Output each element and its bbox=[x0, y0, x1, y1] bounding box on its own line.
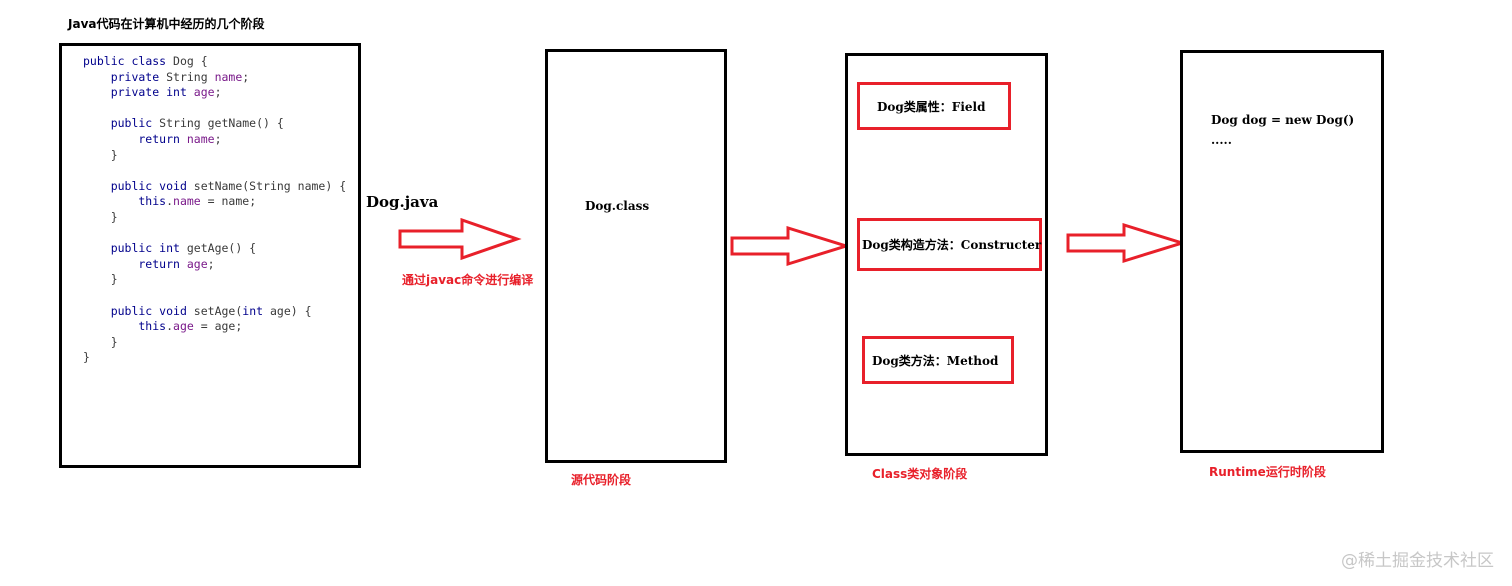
code-line bbox=[83, 288, 346, 304]
diagram-title: Java代码在计算机中经历的几个阶段 bbox=[68, 17, 265, 31]
code-token: public bbox=[83, 241, 160, 256]
constructor-label: Dog类构造方法：Constructer bbox=[862, 238, 1042, 252]
code-token: ; bbox=[207, 256, 215, 271]
code-token: = name; bbox=[200, 194, 257, 209]
code-token: = age; bbox=[193, 319, 243, 334]
code-line bbox=[83, 101, 346, 117]
dog-class-box bbox=[545, 49, 727, 463]
code-token: this bbox=[83, 319, 167, 334]
code-token: return bbox=[83, 131, 187, 146]
code-token: } bbox=[83, 334, 118, 349]
runtime-stage-caption: Runtime运行时阶段 bbox=[1209, 465, 1326, 479]
code-line bbox=[83, 163, 346, 179]
code-token: ; bbox=[214, 85, 222, 100]
code-line: } bbox=[83, 350, 346, 366]
code-token: age bbox=[173, 319, 194, 334]
code-token: age bbox=[186, 256, 208, 271]
code-token: return bbox=[83, 256, 187, 271]
code-token: ; bbox=[214, 131, 222, 146]
runtime-code-line: Dog dog = new Dog() bbox=[1211, 113, 1355, 127]
code-line: } bbox=[83, 210, 346, 226]
code-token: setAge( bbox=[193, 303, 243, 318]
code-token: String bbox=[166, 69, 215, 84]
code-line bbox=[83, 226, 346, 242]
code-line: } bbox=[83, 272, 346, 288]
code-token: } bbox=[83, 350, 90, 365]
code-token: private bbox=[83, 69, 167, 84]
javac-compile-note: 通过javac命令进行编译 bbox=[402, 273, 534, 287]
code-token: ; bbox=[242, 69, 250, 84]
dog-class-label: Dog.class bbox=[585, 199, 650, 213]
code-line: public void setName(String name) { bbox=[83, 179, 346, 195]
code-token: public bbox=[83, 54, 132, 68]
code-line: public void setAge(int age) { bbox=[83, 304, 346, 320]
code-token: public bbox=[83, 178, 160, 193]
dog-java-label: Dog.java bbox=[366, 193, 439, 211]
java-code-block: public class Dog { private String name; … bbox=[83, 54, 346, 366]
code-line: public String getName() { bbox=[83, 116, 346, 132]
code-token: private bbox=[83, 85, 167, 100]
code-token: } bbox=[83, 209, 118, 224]
code-token: . bbox=[166, 194, 174, 209]
code-line: this.age = age; bbox=[83, 319, 346, 335]
code-line: this.name = name; bbox=[83, 194, 346, 210]
source-code-box: public class Dog { private String name; … bbox=[59, 43, 361, 468]
code-line: } bbox=[83, 148, 346, 164]
code-line: return age; bbox=[83, 257, 346, 273]
constructor-box: Dog类构造方法：Constructer bbox=[857, 218, 1042, 271]
code-line: private int age; bbox=[83, 85, 346, 101]
watermark: @稀土掘金技术社区 bbox=[1341, 551, 1494, 571]
method-label: Dog类方法：Method bbox=[872, 353, 999, 368]
code-token: void bbox=[159, 178, 194, 193]
code-token: } bbox=[83, 272, 118, 287]
class-object-stage-caption: Class类对象阶段 bbox=[872, 467, 968, 481]
code-line: public int getAge() { bbox=[83, 241, 346, 257]
code-token: setName(String name) { bbox=[193, 178, 347, 193]
code-token: int bbox=[242, 303, 270, 318]
code-line: public class Dog { bbox=[83, 54, 346, 70]
code-token: name bbox=[173, 194, 201, 209]
code-token: name bbox=[186, 131, 215, 146]
code-token: public bbox=[83, 303, 160, 318]
code-token: age bbox=[193, 85, 215, 100]
field-label: Dog类属性：Field bbox=[877, 99, 986, 114]
code-token: class bbox=[131, 54, 174, 68]
code-line: } bbox=[83, 335, 346, 351]
code-token: . bbox=[166, 319, 174, 334]
code-token: void bbox=[159, 303, 194, 318]
runtime-ellipsis: ..... bbox=[1211, 133, 1232, 147]
source-stage-caption: 源代码阶段 bbox=[571, 473, 632, 487]
code-token: int bbox=[159, 241, 187, 256]
code-token: this bbox=[83, 194, 167, 209]
instantiate-arrow-icon bbox=[1066, 223, 1186, 264]
field-box: Dog类属性：Field bbox=[857, 82, 1011, 130]
code-token: Dog { bbox=[173, 54, 208, 68]
code-token: public bbox=[83, 116, 160, 131]
code-token: getAge() { bbox=[186, 241, 257, 256]
compile-arrow-icon bbox=[398, 218, 522, 261]
code-token: age) { bbox=[269, 303, 312, 318]
runtime-box bbox=[1180, 50, 1384, 453]
code-token: String getName() { bbox=[159, 116, 284, 131]
code-token: } bbox=[83, 147, 118, 162]
code-token: name bbox=[214, 69, 243, 84]
load-arrow-icon bbox=[730, 226, 850, 267]
code-line: private String name; bbox=[83, 70, 346, 86]
code-line: return name; bbox=[83, 132, 346, 148]
code-token: int bbox=[166, 85, 194, 100]
method-box: Dog类方法：Method bbox=[862, 336, 1014, 384]
